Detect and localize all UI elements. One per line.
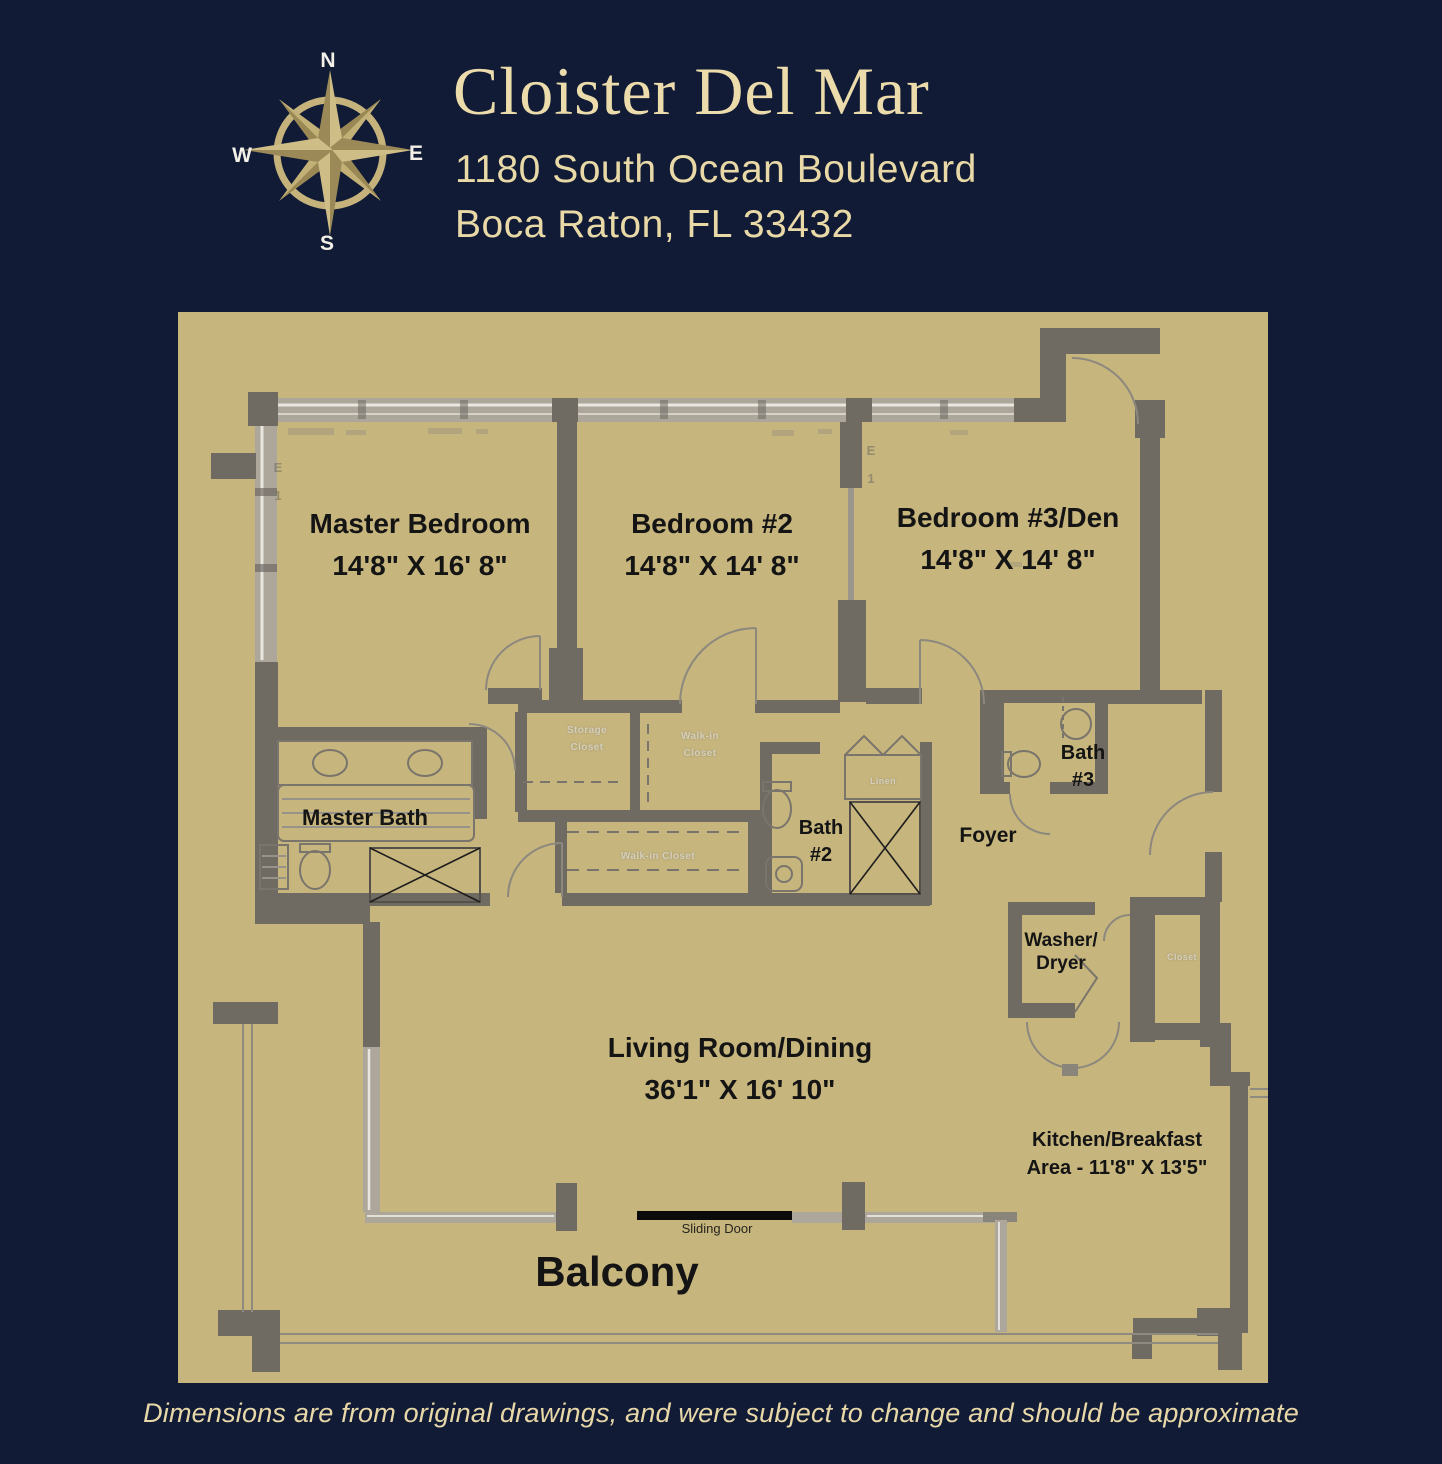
window-walls: [255, 398, 1040, 1332]
label-linen: Linen: [870, 776, 896, 786]
master-bedroom-dims: 14'8" X 16' 8": [332, 550, 508, 581]
door-arcs: [468, 357, 1214, 1069]
compass-letter-e: E: [409, 142, 423, 165]
kitchen-line2: Area - 11'8" X 13'5": [1026, 1157, 1208, 1179]
fixtures: [259, 697, 1099, 1013]
sliding-door-bar: [637, 1211, 792, 1220]
bedroom-3-dims: 14'8" X 14' 8": [920, 544, 1096, 575]
balcony-railing: [242, 1024, 1268, 1344]
label-balcony: Balcony: [535, 1250, 698, 1294]
page-title: Cloister Del Mar: [453, 53, 930, 129]
balcony-name: Balcony: [535, 1248, 699, 1295]
label-walkin-closet-long: Walk-in Closet: [620, 851, 696, 862]
master-bedroom-name: Master Bedroom: [309, 508, 531, 539]
label-closet-right: Closet: [1167, 952, 1197, 962]
label-washer-dryer: Washer/ Dryer: [1024, 929, 1097, 975]
label-storage-closet: Storage Closet: [566, 725, 608, 753]
blueprint-mark-left: E 1: [273, 460, 283, 503]
compass-star: [244, 70, 413, 236]
label-foyer: Foyer: [959, 822, 1016, 849]
floor-plan: Master Bedroom 14'8" X 16' 8" Bedroom #2…: [178, 312, 1268, 1383]
bedroom-2-dims: 14'8" X 14' 8": [624, 550, 800, 581]
compass-letter-s: S: [320, 232, 334, 255]
washer-dryer-line2: Dryer: [1036, 953, 1086, 974]
label-bedroom-3: Bedroom #3/Den 14'8" X 14' 8": [897, 497, 1120, 581]
foyer-name: Foyer: [959, 824, 1017, 847]
label-kitchen: Kitchen/Breakfast Area - 11'8" X 13'5": [1027, 1126, 1208, 1182]
master-bath-name: Master Bath: [302, 805, 428, 830]
bedroom-3-name: Bedroom #3/Den: [896, 502, 1120, 533]
label-walkin-closet-small: Walk-in Closet: [681, 731, 719, 759]
label-living-dining: Living Room/Dining 36'1" X 16' 10": [608, 1027, 872, 1111]
label-sliding-door: Sliding Door: [682, 1221, 753, 1236]
bath-3-line1: Bath: [1060, 742, 1106, 764]
bath-2-line1: Bath: [798, 817, 844, 839]
blueprint-mark-right: E 1: [866, 443, 876, 486]
label-bath-2: Bath #2: [799, 815, 843, 869]
bath-2-line2: #2: [809, 844, 833, 866]
label-master-bath: Master Bath: [302, 804, 428, 831]
scan-smudges: [288, 428, 1022, 567]
shower-boxes: [369, 801, 921, 903]
address-line-2: Boca Raton, FL 33432: [455, 203, 854, 246]
address-line-1: 1180 South Ocean Boulevard: [455, 148, 977, 191]
bedroom-2-name: Bedroom #2: [631, 508, 793, 539]
disclaimer-text: Dimensions are from original drawings, a…: [143, 1398, 1299, 1428]
compass-rose: N E S W: [232, 49, 423, 255]
compass-letter-w: W: [232, 144, 252, 167]
compass-letter-n: N: [320, 49, 335, 72]
door-stop: [1062, 1064, 1078, 1076]
living-dining-name: Living Room/Dining: [607, 1032, 873, 1063]
bath-3-line2: #3: [1071, 769, 1095, 791]
kitchen-line1: Kitchen/Breakfast: [1031, 1129, 1203, 1151]
walls: [211, 328, 1250, 1372]
floor-plan-drawing: [211, 328, 1268, 1372]
label-bath-3: Bath #3: [1061, 740, 1105, 794]
label-master-bedroom: Master Bedroom 14'8" X 16' 8": [310, 503, 531, 587]
label-bedroom-2: Bedroom #2 14'8" X 14' 8": [624, 503, 799, 587]
living-dining-dims: 36'1" X 16' 10": [644, 1074, 836, 1105]
washer-dryer-line1: Washer/: [1024, 930, 1098, 951]
sliding-door-name: Sliding Door: [681, 1221, 753, 1236]
property-address: 1180 South Ocean Boulevard Boca Raton, F…: [455, 142, 977, 252]
